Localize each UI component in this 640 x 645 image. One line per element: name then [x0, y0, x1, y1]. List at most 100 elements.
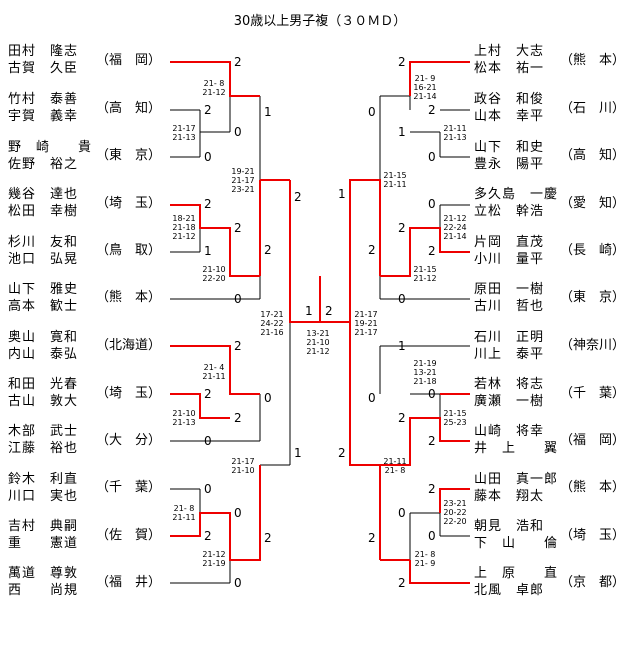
score: 2 — [234, 411, 242, 425]
right-pair-7-p1: 石川 正明 — [474, 330, 545, 345]
score: 2 — [234, 55, 242, 69]
right-pair-9-p1: 山崎 将幸 — [474, 424, 545, 439]
score: 2 — [398, 221, 406, 235]
game-score: 21- 8 21-11 — [172, 504, 196, 522]
bracket-title: 30歳以上男子複（３０ＭＤ） — [233, 14, 407, 29]
right-pair-3-p2: 豊永 陽平 — [474, 157, 545, 172]
right-pair-3-pref: （高 知） — [560, 148, 626, 163]
left-pair-8-pref: （埼 玉） — [96, 386, 162, 401]
right-pair-10-pref: （熊 本） — [560, 480, 626, 495]
score: 2 — [398, 55, 406, 69]
score: 0 — [428, 150, 436, 164]
right-pair-11-p1: 朝見 浩和 — [474, 519, 545, 534]
score: 2 — [428, 482, 436, 496]
right-pair-6-p2: 古川 哲也 — [474, 299, 545, 314]
score: 1 — [398, 125, 406, 139]
score: 0 — [264, 391, 272, 405]
game-score: 21-12 21-19 — [202, 550, 226, 568]
game-score: 19-21 21-17 23-21 — [231, 167, 255, 194]
left-pair-11-pref: （佐 賀） — [96, 528, 162, 543]
right-pair-12-p2: 北風 卓郎 — [474, 583, 545, 598]
game-score: 21-19 13-21 21-18 — [413, 359, 437, 386]
game-score: 23-21 20-22 22-20 — [443, 499, 467, 526]
right-pair-10-p1: 山田 真一郎 — [474, 472, 559, 487]
left-pair-12-p2: 西 尚規 — [8, 583, 79, 598]
left-pair-5-p2: 池口 弘晃 — [8, 252, 79, 267]
right-pair-6-pref: （東 京） — [560, 290, 626, 305]
left-pair-7-p1: 奥山 寛和 — [8, 330, 79, 345]
left-pair-6-p1: 山下 雅史 — [8, 282, 79, 297]
left-pair-1-p1: 田村 隆志 — [8, 44, 79, 59]
score: 2 — [428, 103, 436, 117]
right-pair-5-p2: 小川 量平 — [474, 252, 545, 267]
left-pair-7-p2: 内山 泰弘 — [8, 347, 79, 362]
score: 0 — [204, 482, 212, 496]
winner-lines — [170, 61, 470, 584]
left-pair-1-pref: （福 岡） — [96, 53, 162, 68]
game-score: 21-17 21-10 — [231, 457, 255, 475]
game-score: 21-17 21-13 — [172, 124, 196, 142]
left-pair-8-p1: 和田 光春 — [8, 377, 79, 392]
score: 2 — [398, 411, 406, 425]
score: 0 — [368, 391, 376, 405]
left-pair-4-pref: （埼 玉） — [96, 196, 162, 211]
left-pair-8-p2: 古山 敦大 — [8, 394, 79, 409]
game-score: 21-15 25-23 — [443, 409, 467, 427]
left-pair-3-p2: 佐野 裕之 — [8, 157, 79, 172]
score: 2 — [398, 576, 406, 590]
left-pair-5-pref: （鳥 取） — [96, 243, 162, 258]
game-score: 21- 8 21-12 — [202, 79, 226, 97]
right-pair-9-pref: （福 岡） — [560, 433, 626, 448]
right-pair-1-p1: 上村 大志 — [474, 44, 545, 59]
right-pair-7-p2: 川上 泰平 — [474, 347, 545, 362]
left-pair-6-p2: 高本 歓士 — [8, 299, 79, 314]
left-pair-7-pref: （北海道） — [96, 338, 162, 353]
score: 2 — [428, 434, 436, 448]
score: 0 — [428, 387, 436, 401]
score: 2 — [428, 244, 436, 258]
score: 0 — [204, 150, 212, 164]
score: 1 — [305, 304, 313, 318]
score: 0 — [234, 576, 242, 590]
left-pair-4-p2: 松田 幸樹 — [8, 204, 79, 219]
score: 2 — [234, 339, 242, 353]
score: 0 — [428, 529, 436, 543]
score: 1 — [294, 446, 302, 460]
left-pair-11-p1: 吉村 典嗣 — [8, 519, 79, 534]
score: 2 — [368, 531, 376, 545]
right-pair-1-pref: （熊 本） — [560, 53, 626, 68]
game-score: 21-10 22-20 — [202, 265, 226, 283]
game-score-final: 13-21 21-10 21-12 — [306, 329, 330, 356]
game-score: 21-15 21-12 — [413, 265, 437, 283]
score: 2 — [204, 387, 212, 401]
left-pair-6-pref: （熊 本） — [96, 290, 162, 305]
right-pair-4-p1: 多久島 一慶 — [474, 187, 559, 202]
left-pair-3-p1: 野 崎 貴 — [8, 140, 93, 155]
score: 0 — [204, 434, 212, 448]
score: 2 — [368, 243, 376, 257]
game-score: 21-11 21-13 — [443, 124, 467, 142]
left-pair-2-pref: （高 知） — [96, 101, 162, 116]
game-score: 21- 4 21-11 — [202, 363, 226, 381]
score: 0 — [398, 292, 406, 306]
score: 0 — [368, 105, 376, 119]
right-pair-8-p1: 若林 将志 — [474, 377, 545, 392]
left-pair-12-p1: 萬道 尊敦 — [8, 566, 79, 581]
right-pair-11-pref: （埼 玉） — [560, 528, 626, 543]
right-pair-9-p2: 井 上 翼 — [474, 441, 559, 456]
score: 2 — [204, 103, 212, 117]
score: 1 — [204, 244, 212, 258]
game-score: 21-17 19-21 21-17 — [354, 310, 378, 337]
score: 2 — [264, 531, 272, 545]
right-pair-12-pref: （京 都） — [560, 575, 626, 590]
game-score: 21-15 21-11 — [383, 171, 407, 189]
score: 2 — [325, 304, 333, 318]
left-pair-1-p2: 古賀 久臣 — [8, 61, 79, 76]
left-pair-9-p1: 木部 武士 — [8, 424, 79, 439]
left-pair-12-pref: （福 井） — [96, 575, 162, 590]
score: 1 — [264, 105, 272, 119]
right-pair-6-p1: 原田 一樹 — [474, 282, 545, 297]
right-pair-10-p2: 藤本 翔太 — [474, 489, 545, 504]
